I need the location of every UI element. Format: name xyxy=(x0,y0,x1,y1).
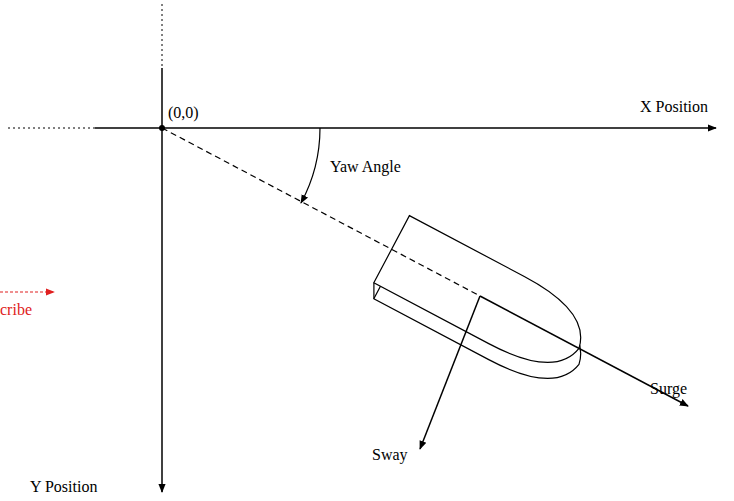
y-axis-extension xyxy=(162,4,163,68)
x-axis xyxy=(95,127,716,129)
yaw-arc xyxy=(301,128,320,203)
subscribe-arrow xyxy=(0,291,54,292)
hull-edge xyxy=(373,283,374,299)
axis-label: Surge xyxy=(650,380,687,398)
axis-label: Yaw Angle xyxy=(330,158,401,176)
axis-label: X Position xyxy=(640,98,708,116)
heading-line xyxy=(162,128,480,296)
surge-arrow xyxy=(480,296,688,406)
axis-label: cribe xyxy=(0,301,32,319)
x-axis-extension xyxy=(8,128,95,129)
y-axis xyxy=(161,68,163,492)
sway-arrow xyxy=(420,296,480,449)
boat xyxy=(374,216,597,398)
axis-label: (0,0) xyxy=(168,104,199,122)
axis-label: Y Position xyxy=(30,478,97,496)
axis-label: Sway xyxy=(372,446,408,464)
